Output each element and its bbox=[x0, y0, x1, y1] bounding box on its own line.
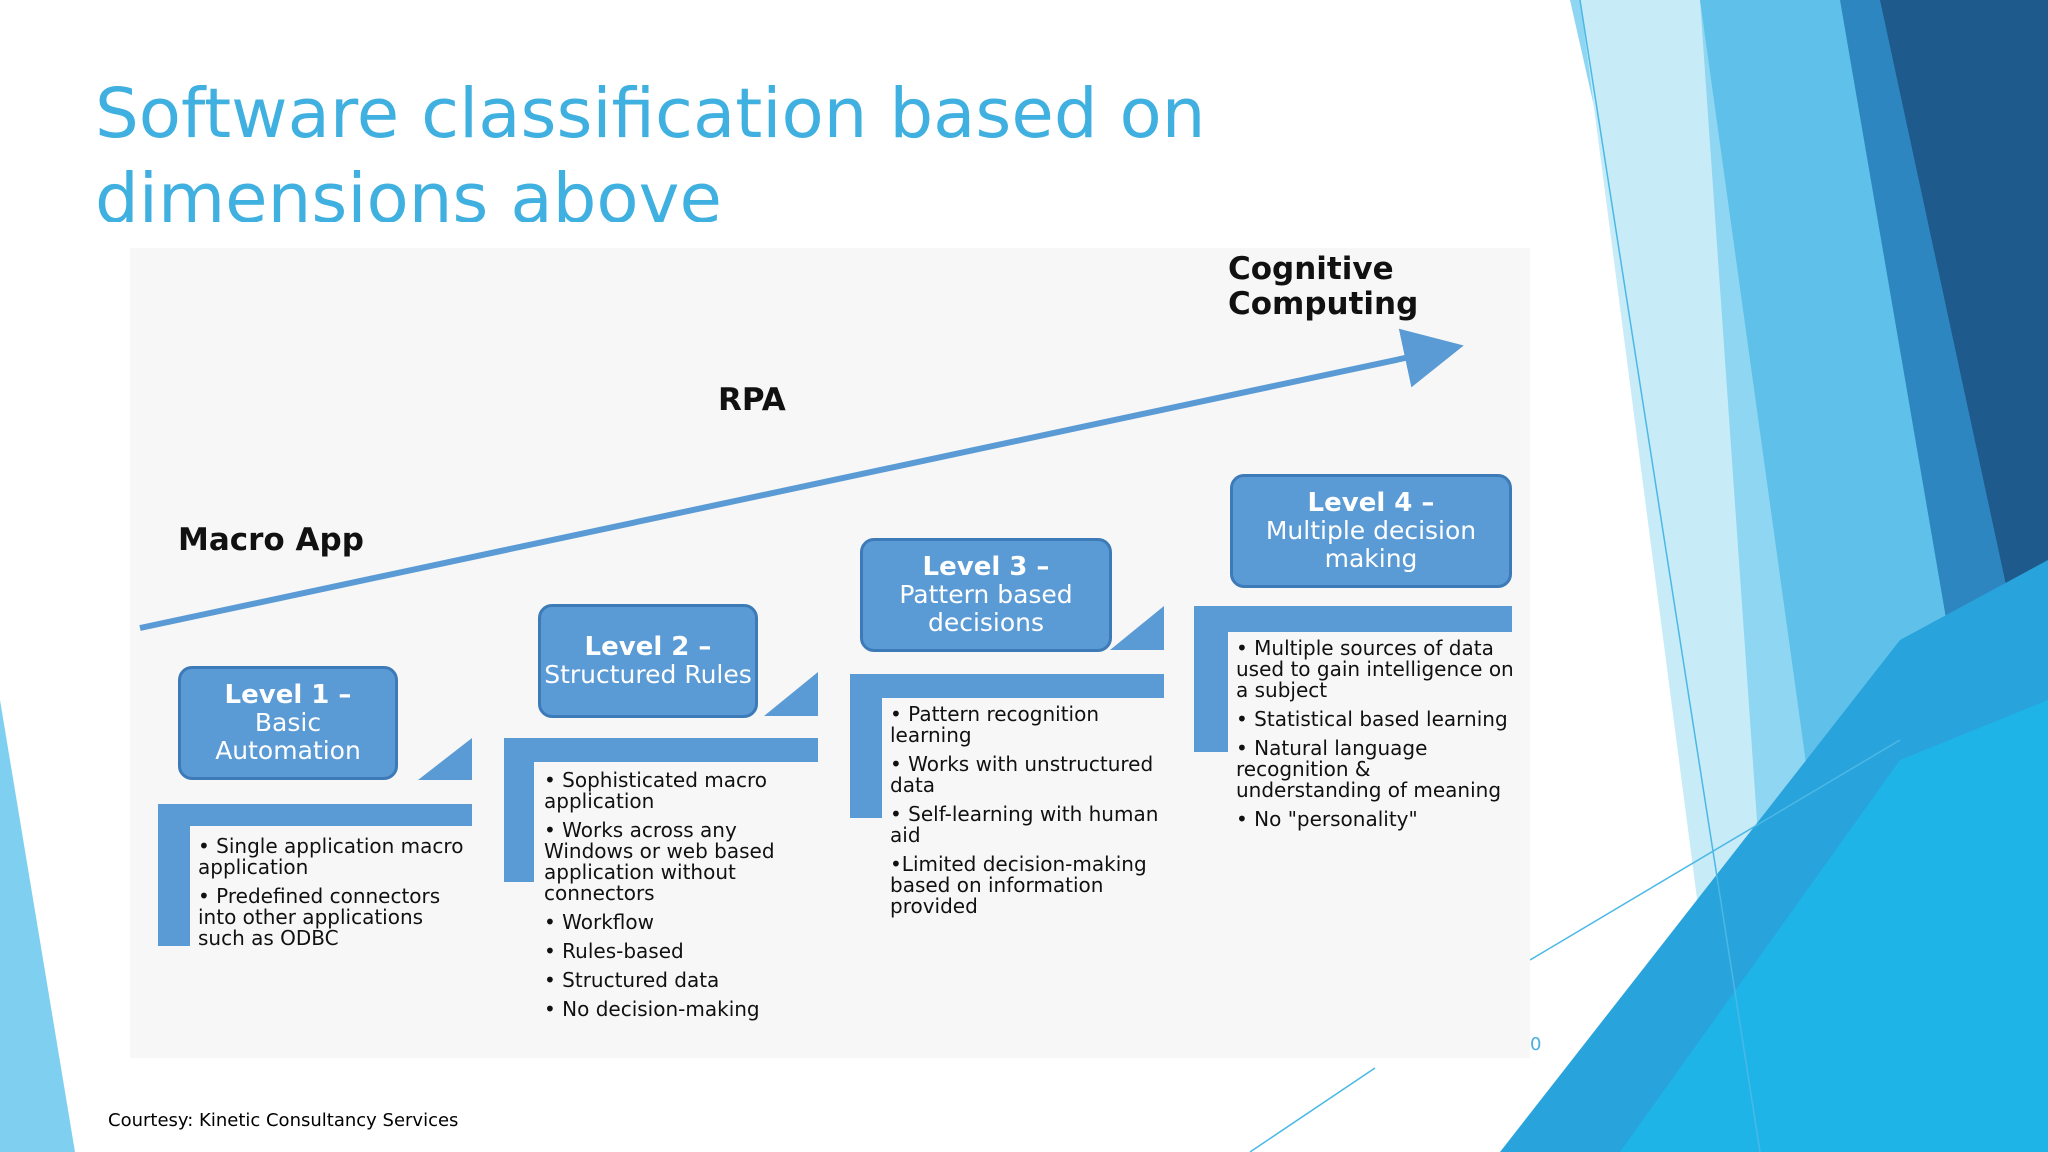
label-cognitive-computing: Cognitive Computing bbox=[1228, 251, 1419, 322]
level-1-bullets: • Single application macro application •… bbox=[198, 836, 466, 957]
step-triangle-1 bbox=[418, 738, 472, 780]
list-item: •Limited decision-making based on inform… bbox=[890, 852, 1147, 918]
level-2-title: Level 2 – bbox=[584, 632, 712, 662]
step-bracket-4 bbox=[1194, 606, 1512, 752]
deco-thin-line-3 bbox=[1249, 1067, 1376, 1152]
level-4-bullets: • Multiple sources of data used to gain … bbox=[1236, 638, 1516, 838]
list-item: • Multiple sources of data used to gain … bbox=[1236, 636, 1514, 702]
deco-thin-line-2 bbox=[1529, 739, 1901, 961]
list-item: • Self-learning with human aid bbox=[890, 802, 1159, 847]
list-item: • Predefined connectors into other appli… bbox=[198, 884, 441, 950]
slide-title: Software classification based on dimensi… bbox=[95, 74, 1206, 222]
courtesy-caption: Courtesy: Kinetic Consultancy Services bbox=[108, 1110, 459, 1131]
level-2-box: Level 2 – Structured Rules bbox=[538, 604, 758, 718]
list-item: • Works across any Windows or web based … bbox=[544, 818, 775, 905]
deco-left-sliver bbox=[0, 700, 75, 1152]
level-4-box: Level 4 – Multiple decision making bbox=[1230, 474, 1512, 588]
level-3-subtitle: Pattern based decisions bbox=[899, 580, 1073, 637]
list-item: • Workflow bbox=[544, 910, 654, 934]
step-bracket-1 bbox=[158, 804, 472, 946]
level-3-bullets: • Pattern recognition learning • Works w… bbox=[890, 704, 1162, 925]
level-2-bullets: • Sophisticated macro application • Work… bbox=[544, 770, 816, 1028]
level-3-title: Level 3 – bbox=[922, 552, 1050, 582]
list-item: • Sophisticated macro application bbox=[544, 768, 768, 813]
classification-figure: Macro App RPA Cognitive Computing Level … bbox=[130, 248, 1530, 1058]
figure-shapes bbox=[139, 328, 1512, 946]
label-macro-app: Macro App bbox=[178, 522, 364, 558]
level-2-subtitle: Structured Rules bbox=[544, 660, 752, 689]
progression-arrow bbox=[139, 328, 1464, 631]
list-item: • Natural language recognition & underst… bbox=[1236, 736, 1502, 802]
level-1-subtitle: Basic Automation bbox=[215, 708, 361, 765]
step-bracket-3 bbox=[850, 674, 1164, 818]
step-triangle-2 bbox=[764, 672, 818, 716]
deco-bottom-bright bbox=[1620, 700, 2048, 1152]
step-triangle-3 bbox=[1110, 606, 1164, 650]
level-4-subtitle: Multiple decision making bbox=[1265, 516, 1477, 573]
level-4-title: Level 4 – bbox=[1307, 488, 1435, 518]
list-item: • No "personality" bbox=[1236, 807, 1418, 831]
level-3-box: Level 3 – Pattern based decisions bbox=[860, 538, 1112, 652]
deco-thin-line-1 bbox=[1579, 0, 1761, 1152]
level-1-title: Level 1 – bbox=[224, 680, 352, 710]
list-item: • Single application macro application bbox=[198, 834, 464, 879]
list-item: • Statistical based learning bbox=[1236, 707, 1508, 731]
list-item: • No decision-making bbox=[544, 997, 760, 1021]
list-item: • Pattern recognition learning bbox=[890, 702, 1100, 747]
list-item: • Structured data bbox=[544, 968, 720, 992]
label-rpa: RPA bbox=[718, 382, 786, 418]
step-bracket-2 bbox=[504, 738, 818, 882]
level-1-box: Level 1 – Basic Automation bbox=[178, 666, 398, 780]
list-item: • Works with unstructured data bbox=[890, 752, 1154, 797]
list-item: • Rules-based bbox=[544, 939, 684, 963]
page-number: 0 bbox=[1530, 1034, 1542, 1055]
